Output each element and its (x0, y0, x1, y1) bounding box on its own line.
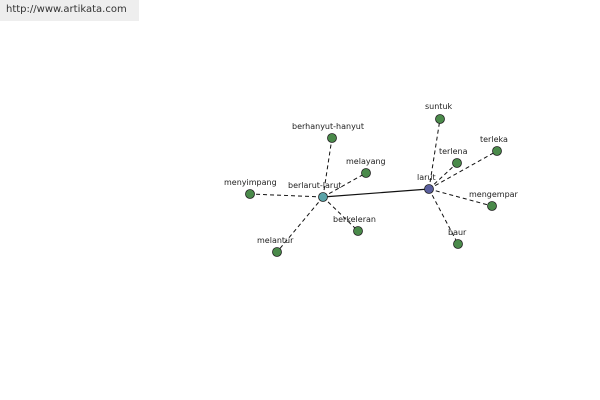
edge-larut-terlena (428, 162, 458, 190)
node-terleka[interactable] (492, 146, 502, 156)
node-berlarut-larut[interactable] (318, 192, 328, 202)
node-berkeleran[interactable] (353, 226, 363, 236)
node-label-terleka[interactable]: terleka (480, 135, 508, 144)
node-label-terlena[interactable]: terlena (439, 147, 468, 156)
node-suntuk[interactable] (435, 114, 445, 124)
node-label-mengempar[interactable]: mengempar (469, 190, 519, 199)
node-berhanyut-hanyut[interactable] (327, 133, 337, 143)
node-mengempar[interactable] (487, 201, 497, 211)
edge-larut-baur (428, 188, 459, 245)
node-melantur[interactable] (272, 247, 282, 257)
node-label-berlarut-larut[interactable]: berlarut-larut (288, 181, 341, 190)
edge-larut-mengempar (428, 188, 493, 207)
node-melayang[interactable] (361, 168, 371, 178)
node-label-melayang[interactable]: melayang (346, 157, 386, 166)
edge-larut-berlarut-larut (322, 188, 430, 198)
node-larut[interactable] (424, 184, 434, 194)
edge-larut-terleka (428, 150, 498, 190)
edge-berlarut-larut-melantur (276, 196, 324, 253)
node-label-larut[interactable]: larut (417, 173, 436, 182)
url-banner: http://www.artikata.com (0, 0, 139, 21)
node-baur[interactable] (453, 239, 463, 249)
edge-berlarut-larut-melayang (322, 172, 367, 198)
node-label-melantur[interactable]: melantur (257, 236, 294, 245)
node-label-baur[interactable]: baur (448, 228, 467, 237)
node-menyimpang[interactable] (245, 189, 255, 199)
site-url-link[interactable]: http://www.artikata.com (6, 4, 127, 15)
node-terlena[interactable] (452, 158, 462, 168)
node-label-berkeleran[interactable]: berkeleran (333, 215, 376, 224)
node-label-suntuk[interactable]: suntuk (425, 102, 453, 111)
edge-larut-suntuk (428, 118, 441, 190)
edge-berlarut-larut-berkeleran (322, 196, 359, 232)
edge-berlarut-larut-berhanyut-hanyut (322, 137, 333, 198)
node-label-menyimpang[interactable]: menyimpang (224, 178, 277, 187)
edge-berlarut-larut-menyimpang (249, 193, 324, 198)
node-label-berhanyut-hanyut[interactable]: berhanyut-hanyut (292, 122, 364, 131)
